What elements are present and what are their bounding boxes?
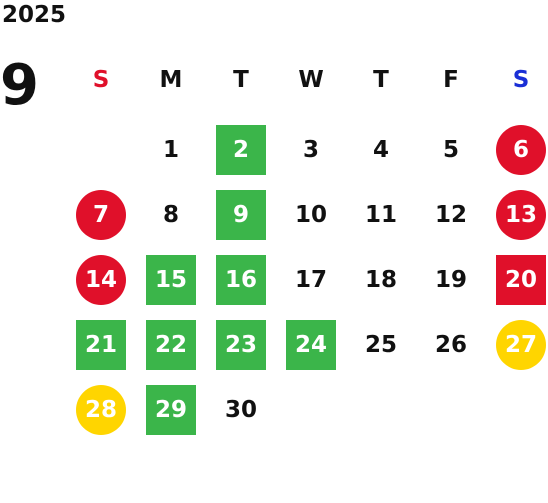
day-cell-13: 13 [496,190,546,240]
day-cell-14: 14 [76,255,126,305]
day-cell-22: 22 [146,320,196,370]
day-cell-30: 30 [224,397,257,423]
day-cell-19: 19 [434,267,467,293]
day-cell-4: 4 [372,137,389,163]
day-cell-7: 7 [76,190,126,240]
weekday-header-mon: M [159,67,183,93]
day-cell-3: 3 [302,137,319,163]
day-cell-11: 11 [364,202,397,228]
day-cell-9: 9 [216,190,266,240]
day-cell-2: 2 [216,125,266,175]
weekday-header-sun: S [92,67,110,93]
day-cell-17: 17 [294,267,327,293]
day-cell-24: 24 [286,320,336,370]
year-label: 2025 [2,2,67,28]
day-cell-28: 28 [76,385,126,435]
month-label: 9 [0,53,39,118]
day-cell-18: 18 [364,267,397,293]
day-cell-1: 1 [162,137,179,163]
day-cell-6: 6 [496,125,546,175]
day-cell-12: 12 [434,202,467,228]
day-cell-16: 16 [216,255,266,305]
weekday-header-tue: T [233,67,249,93]
day-cell-21: 21 [76,320,126,370]
day-cell-29: 29 [146,385,196,435]
day-cell-20: 20 [496,255,546,305]
day-cell-25: 25 [364,332,397,358]
weekday-header-sat: S [512,67,530,93]
day-cell-10: 10 [294,202,327,228]
weekday-header-wed: W [298,67,324,93]
day-cell-8: 8 [162,202,179,228]
day-cell-23: 23 [216,320,266,370]
day-cell-27: 27 [496,320,546,370]
weekday-header-fri: F [443,67,459,93]
day-cell-15: 15 [146,255,196,305]
weekday-header-thu: T [373,67,389,93]
day-cell-26: 26 [434,332,467,358]
day-cell-5: 5 [442,137,459,163]
